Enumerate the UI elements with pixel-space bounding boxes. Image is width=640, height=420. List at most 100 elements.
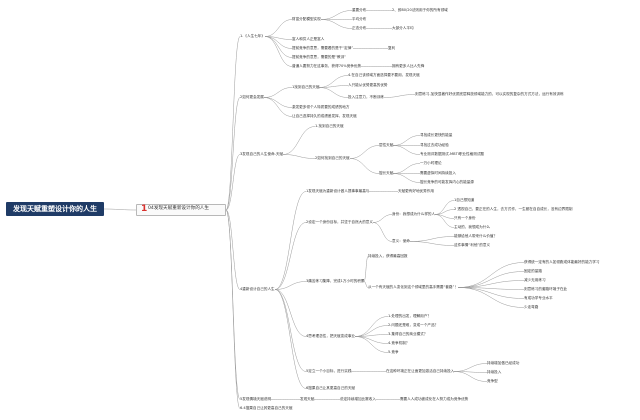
- s2-grandchild-1[interactable]: 4.在自己该领域方面选择要不要用，发现天赋: [348, 73, 420, 77]
- s4-child-6[interactable]: 6擅果自己让其更高自己的天赋: [306, 386, 356, 390]
- connector-line: [225, 97, 241, 211]
- connector-line: [457, 287, 525, 308]
- section-2-node[interactable]: 2如何更会发展: [240, 95, 264, 99]
- s4-ggchild-15[interactable]: 竞争型: [487, 379, 498, 383]
- s4-ggchild-5[interactable]: 能够给他人带来什么价值？: [454, 234, 498, 238]
- s1-child-3[interactable]: 提前竞争的意思，需要看的是千“定律”: [292, 46, 354, 50]
- s4-ggchild-10[interactable]: 刻意练习的套路环境子在此: [524, 287, 568, 291]
- connector-line: [392, 163, 421, 174]
- s1-child-1[interactable]: 财富分配模型实现: [292, 17, 321, 21]
- connector-line: [372, 214, 393, 223]
- s3-grandchild-2[interactable]: 擅长天赋: [379, 171, 394, 175]
- s3-ggchild-5[interactable]: 需要虚拟时间持续投入: [420, 171, 456, 175]
- s4-ggchild-7[interactable]: 获得统一定有的人如领跑或体能最好的能力学习: [524, 260, 600, 264]
- s3-ggchild-3[interactable]: 专业测评数据测试-MBTI职业性格测试题: [420, 152, 485, 156]
- s1-child-2[interactable]: 富人和穷人正是富人: [292, 37, 325, 41]
- s4-grandchild-3[interactable]: 持续投入，获得最高回报: [368, 254, 408, 258]
- connector-line: [103, 208, 137, 211]
- s3-grandchild-1[interactable]: 层性天赋: [379, 143, 394, 147]
- root-node[interactable]: 发现天赋重塑设计你的人生: [6, 202, 104, 216]
- s2-grandchild-2[interactable]: 人只能从优势更高的优势: [348, 83, 388, 87]
- s4-ggchild-4[interactable]: 主动的，我想成为什么: [454, 225, 490, 229]
- connector-line: [457, 287, 525, 299]
- s4-child-3[interactable]: 3痛苦练习集降，完成1万小时的积累: [306, 279, 365, 283]
- connector-line: [320, 19, 353, 29]
- s4-ggchild-6[interactable]: 这件事情“利他”的意义: [454, 243, 491, 247]
- s3-child-2[interactable]: 2如何找到自己的天赋: [315, 156, 350, 160]
- connector-line: [225, 154, 241, 211]
- s4-ggchild-2[interactable]: 2 透视自己，要正在的人生，去方式作，一生都在自自成长，没有边界限制: [454, 207, 573, 211]
- s4-grandchild-1[interactable]: 身份：我想成为什么样的人: [392, 212, 436, 216]
- section-6-node[interactable]: 6.4擅果自己让其更高自己的天赋: [240, 406, 293, 410]
- s4-child-2[interactable]: 2设定一个身份目标，并坚于自然大的意义: [306, 220, 373, 224]
- s3-ggchild-4[interactable]: 一万小时理论: [420, 161, 442, 165]
- s5-ggchild-1[interactable]: 需要人人成功被成化在人努力成为竞争优势: [400, 397, 469, 401]
- s4-child-1-sub[interactable]: 天赋更有好地优秀作用: [398, 189, 434, 193]
- connector-line: [354, 316, 389, 337]
- connector-line: [264, 19, 293, 37]
- s1-ggchild-3[interactable]: 大部分人平均: [392, 26, 414, 30]
- s4-ggchild-14[interactable]: 持续投入: [487, 370, 502, 374]
- s3-ggchild-2[interactable]: 寻找过去成功经验: [420, 143, 449, 147]
- section-3-node[interactable]: 3发现自己的人生使命-天赋: [240, 152, 284, 156]
- connector-line: [274, 191, 307, 290]
- s4-child-4[interactable]: 4思考理念性，把天赋变成事业: [306, 334, 356, 338]
- s4-ggchild-13[interactable]: 持续增加做已经成功: [487, 361, 520, 365]
- connector-line: [225, 36, 241, 211]
- s2-child-2[interactable]: 激发更多领个人特质要的成绩的地方: [292, 105, 350, 109]
- section-1-node[interactable]: 1.《人生七年》: [240, 34, 265, 38]
- s4-ggchild-11[interactable]: 有成功学专业水平: [524, 296, 553, 300]
- connector-line: [225, 209, 241, 409]
- connector-line: [225, 209, 241, 290]
- s1-grandchild-2[interactable]: 平均分布: [352, 17, 367, 21]
- connector-line: [392, 173, 421, 183]
- s3-ggchild-1[interactable]: 寻找成长更快的能量: [420, 133, 453, 137]
- s1-child-4[interactable]: 提前竞争的意思，需要的是“教训”: [292, 55, 347, 59]
- s4-ggchild-9[interactable]: 减少无用练习: [524, 278, 546, 282]
- s2-ggchild-3[interactable]: 刻意练习-加快显著作好优质底层释放领域能力的，可以实现的复杂的方式方法，运行有效…: [415, 92, 564, 96]
- connector-line: [363, 256, 369, 282]
- connector-line: [282, 154, 316, 159]
- connector-line: [392, 135, 421, 146]
- section-4-node[interactable]: 4重新设计自己的人生: [240, 287, 275, 291]
- s1-ggchild-1[interactable]: 2、即80/20法则用于你的所有领域: [392, 8, 448, 12]
- s2-child-3[interactable]: 让自己选择持久的成绩差发挥，发现天赋: [292, 114, 357, 118]
- s4-grandchild-2[interactable]: 意义：使命: [392, 239, 410, 243]
- connector-line: [282, 126, 316, 155]
- s4-ggchild-1[interactable]: 1自己想知道: [454, 198, 475, 202]
- s1-child-5[interactable]: 普通人要努力在这事务，获得70%竞争优势: [292, 64, 362, 68]
- connector-line: [274, 289, 307, 337]
- s4-ggchild-8[interactable]: 固定的量路: [524, 269, 542, 273]
- s4-grandchild-9[interactable]: 5.竞争: [388, 350, 399, 354]
- s2-child-1[interactable]: 1找到自己的天赋: [292, 85, 320, 89]
- connector-line: [354, 325, 389, 337]
- s5-grandchild-1[interactable]: 说定持续增加比赛收入: [340, 397, 376, 401]
- center-node[interactable]: [136, 204, 226, 216]
- s4-child-1[interactable]: 1发现天赋为重新设计做人提事事最高与: [306, 189, 370, 193]
- s4-ggchild-3[interactable]: 只有一个身份: [454, 216, 476, 220]
- s4-child-5[interactable]: 5定立一个小目标，进行实践: [306, 369, 352, 373]
- s4-grandchild-10[interactable]: 在这种环境正在让面更加激活自己持续投入: [386, 369, 455, 373]
- s3-ggchild-6[interactable]: 擅长竞争的可能发挥内心的能量源: [420, 180, 474, 184]
- s4-grandchild-6[interactable]: 2.问题还是难，变成一个产品？: [388, 323, 439, 327]
- section-5-node[interactable]: 5发现情境天赋说明: [240, 397, 272, 401]
- s1-child-5-sub[interactable]: 拥有更多人比人先锋: [392, 64, 425, 68]
- connector-line: [318, 87, 349, 98]
- connector-line: [349, 145, 380, 159]
- s1-child-3-sub[interactable]: 复利: [388, 46, 396, 50]
- s4-grandchild-4[interactable]: 从一个有天赋的人变化到这个领域里的高手需要“套路”！: [368, 285, 458, 289]
- s4-ggchild-12[interactable]: 少走弯路: [524, 305, 539, 309]
- s2-grandchild-3[interactable]: 投入注意力，不断训练: [348, 95, 384, 99]
- s5-child-1[interactable]: 发现天赋: [300, 397, 315, 401]
- s3-child-1[interactable]: 1.找到自己的天赋: [315, 124, 344, 128]
- s4-grandchild-8[interactable]: 4.竞争机制？: [388, 341, 410, 345]
- s4-grandchild-7[interactable]: 3.集得自己的商业模式？: [388, 332, 428, 336]
- connector-line: [274, 281, 307, 290]
- connector-line: [354, 336, 389, 344]
- connector-line: [274, 289, 307, 389]
- s1-grandchild-3[interactable]: 正态分布: [352, 26, 367, 30]
- connector-line: [354, 334, 389, 337]
- s4-grandchild-5[interactable]: 1.处理的出发，理解用户？: [388, 314, 431, 318]
- connector-line: [457, 271, 525, 288]
- s1-grandchild-1[interactable]: 重要分布: [352, 8, 367, 12]
